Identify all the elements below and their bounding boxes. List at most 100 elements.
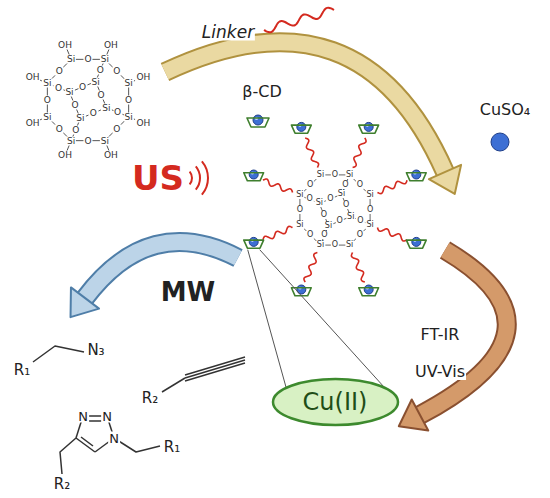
arrow-head — [399, 399, 428, 430]
linker-chain — [377, 228, 407, 241]
atom-label: Si — [316, 241, 325, 249]
node-text: Cu(II) — [303, 390, 368, 414]
linker-chain — [353, 138, 366, 168]
cyclodextrin-label: β-CD — [241, 84, 282, 100]
ultrasound-label: US — [131, 161, 185, 195]
atom-label: Si — [295, 191, 304, 199]
bond-line — [162, 378, 185, 392]
atom-label: Si — [100, 55, 110, 64]
atom-label: O — [113, 108, 122, 117]
substituent-label: R₁ — [163, 440, 181, 455]
cup-outline — [359, 125, 379, 133]
ring-bond — [76, 438, 95, 452]
cyclodextrin-cup — [247, 115, 269, 127]
bond-line — [33, 346, 84, 362]
atom-label: N — [108, 432, 120, 445]
copper-ball — [249, 170, 258, 179]
cyclodextrin-cup — [244, 237, 264, 248]
atom-label: Si — [337, 190, 346, 198]
triple-bond — [185, 363, 245, 381]
process-arrow — [420, 250, 507, 415]
atom-label: O — [356, 217, 364, 225]
atom-label: O — [356, 231, 364, 239]
atom-label: Si — [42, 112, 52, 121]
atom-label: O — [83, 55, 92, 64]
cyclodextrin-cup — [359, 122, 379, 133]
atom-label: O — [342, 201, 350, 209]
atom-label: O — [326, 195, 334, 203]
atom-label: O — [305, 195, 313, 203]
arrow-head — [71, 287, 100, 317]
atom-label: Si — [365, 191, 374, 199]
atom-label: O — [78, 82, 87, 91]
atom-label: Si — [101, 103, 111, 112]
atom-label: OH — [57, 40, 73, 49]
substituent-label: R₂ — [53, 477, 71, 492]
atom-label: OH — [25, 118, 41, 127]
zoom-line — [248, 250, 286, 387]
atom-label: O — [331, 241, 339, 249]
atom-label: O — [320, 231, 328, 239]
cyclodextrin-cup — [291, 285, 311, 296]
atom-label: O — [54, 83, 63, 92]
atom-label: Si — [295, 221, 304, 229]
ellipse-shape — [273, 379, 398, 425]
technique-label: UV-Vis — [414, 364, 466, 380]
atom-label: O — [83, 136, 92, 145]
copper-ball — [253, 115, 263, 125]
copper-ellipse: Cu(II) — [271, 377, 400, 427]
sound-wave — [196, 166, 200, 189]
technique-label: FT-IR — [420, 327, 461, 343]
cup-outline — [247, 118, 269, 127]
cyclodextrin-cup — [406, 170, 426, 181]
cyclodextrin-cup — [291, 122, 311, 133]
copper-ball — [297, 122, 306, 131]
atom-label: OH — [103, 40, 119, 49]
atom-label: OH — [135, 73, 151, 82]
linker-chain — [305, 138, 318, 168]
atom-label: O — [331, 171, 339, 179]
atom-label: Si — [42, 79, 52, 88]
zoom-line — [260, 250, 384, 387]
linker-squiggle — [264, 8, 334, 33]
copper-ball — [364, 285, 373, 294]
atom-label: Si — [315, 199, 324, 207]
atom-label: N — [77, 410, 89, 423]
atom-label: Si — [66, 55, 76, 64]
cup-outline — [291, 288, 311, 296]
atom-label: O — [89, 109, 98, 118]
sound-wave — [202, 161, 208, 194]
triple-bond — [185, 360, 245, 378]
linker-chain — [263, 179, 293, 192]
cup-outline — [359, 288, 379, 296]
linker-chain — [263, 226, 293, 239]
atom-label: OH — [135, 118, 151, 127]
bond-line — [114, 438, 160, 452]
atom-label: O — [96, 66, 105, 75]
bond-line — [60, 438, 76, 474]
atom-label: O — [112, 124, 121, 133]
atom-label: O — [43, 96, 52, 105]
process-arrow — [420, 250, 507, 415]
microwave-label: MW — [160, 279, 217, 305]
atom-label: Si — [64, 88, 74, 97]
atom-label: N — [101, 410, 113, 423]
atom-label: Si — [124, 112, 134, 121]
atom-label: O — [70, 101, 79, 110]
arrow-head — [429, 165, 461, 194]
copper-ball — [364, 122, 373, 131]
atom-label: O — [366, 206, 374, 214]
atom-label: Si — [365, 221, 374, 229]
atom-label: OH — [57, 151, 73, 160]
atom-label: O — [320, 211, 328, 219]
copper-ball — [249, 237, 258, 246]
linker-chain — [377, 180, 407, 193]
atom-label: Si — [75, 114, 85, 123]
copper-sulfate-ball — [491, 133, 509, 151]
atom-label: O — [335, 217, 343, 225]
cyclodextrin-cup — [244, 170, 264, 181]
atom-label: OH — [103, 151, 119, 160]
